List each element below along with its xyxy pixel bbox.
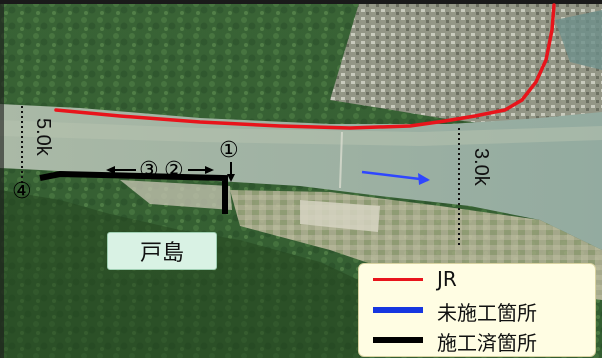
extent-arrow-left <box>106 166 136 174</box>
point-3-label: ③ <box>139 158 159 183</box>
point-4-label: ④ <box>12 179 32 204</box>
legend-label-completed: 施工済箇所 <box>437 331 537 355</box>
point-1-arrow <box>227 162 235 182</box>
map-legend: JR 未施工箇所 施工済箇所 <box>358 263 596 357</box>
point-1-label: ① <box>219 138 239 163</box>
legend-row-completed: 施工済箇所 <box>359 326 595 355</box>
legend-label-uncompleted: 未施工箇所 <box>437 301 537 325</box>
legend-swatch-uncompleted <box>373 307 423 313</box>
extent-arrow-right <box>188 166 214 174</box>
km-marker-upstream: 5.0k <box>32 118 54 156</box>
jr-railway-line <box>54 3 556 130</box>
legend-row-jr: JR <box>359 266 595 294</box>
legend-swatch-jr <box>373 278 423 281</box>
km-marker-downstream: 3.0k <box>470 148 492 186</box>
place-label-box: 戸島 <box>107 232 217 270</box>
legend-label-jr: JR <box>437 267 457 291</box>
flow-direction-arrow <box>361 170 430 185</box>
completed-section-line <box>39 170 228 214</box>
place-label: 戸島 <box>139 241 184 266</box>
legend-swatch-completed <box>373 337 423 343</box>
point-2-label: ② <box>164 158 184 183</box>
legend-row-uncompleted: 未施工箇所 <box>359 296 595 325</box>
